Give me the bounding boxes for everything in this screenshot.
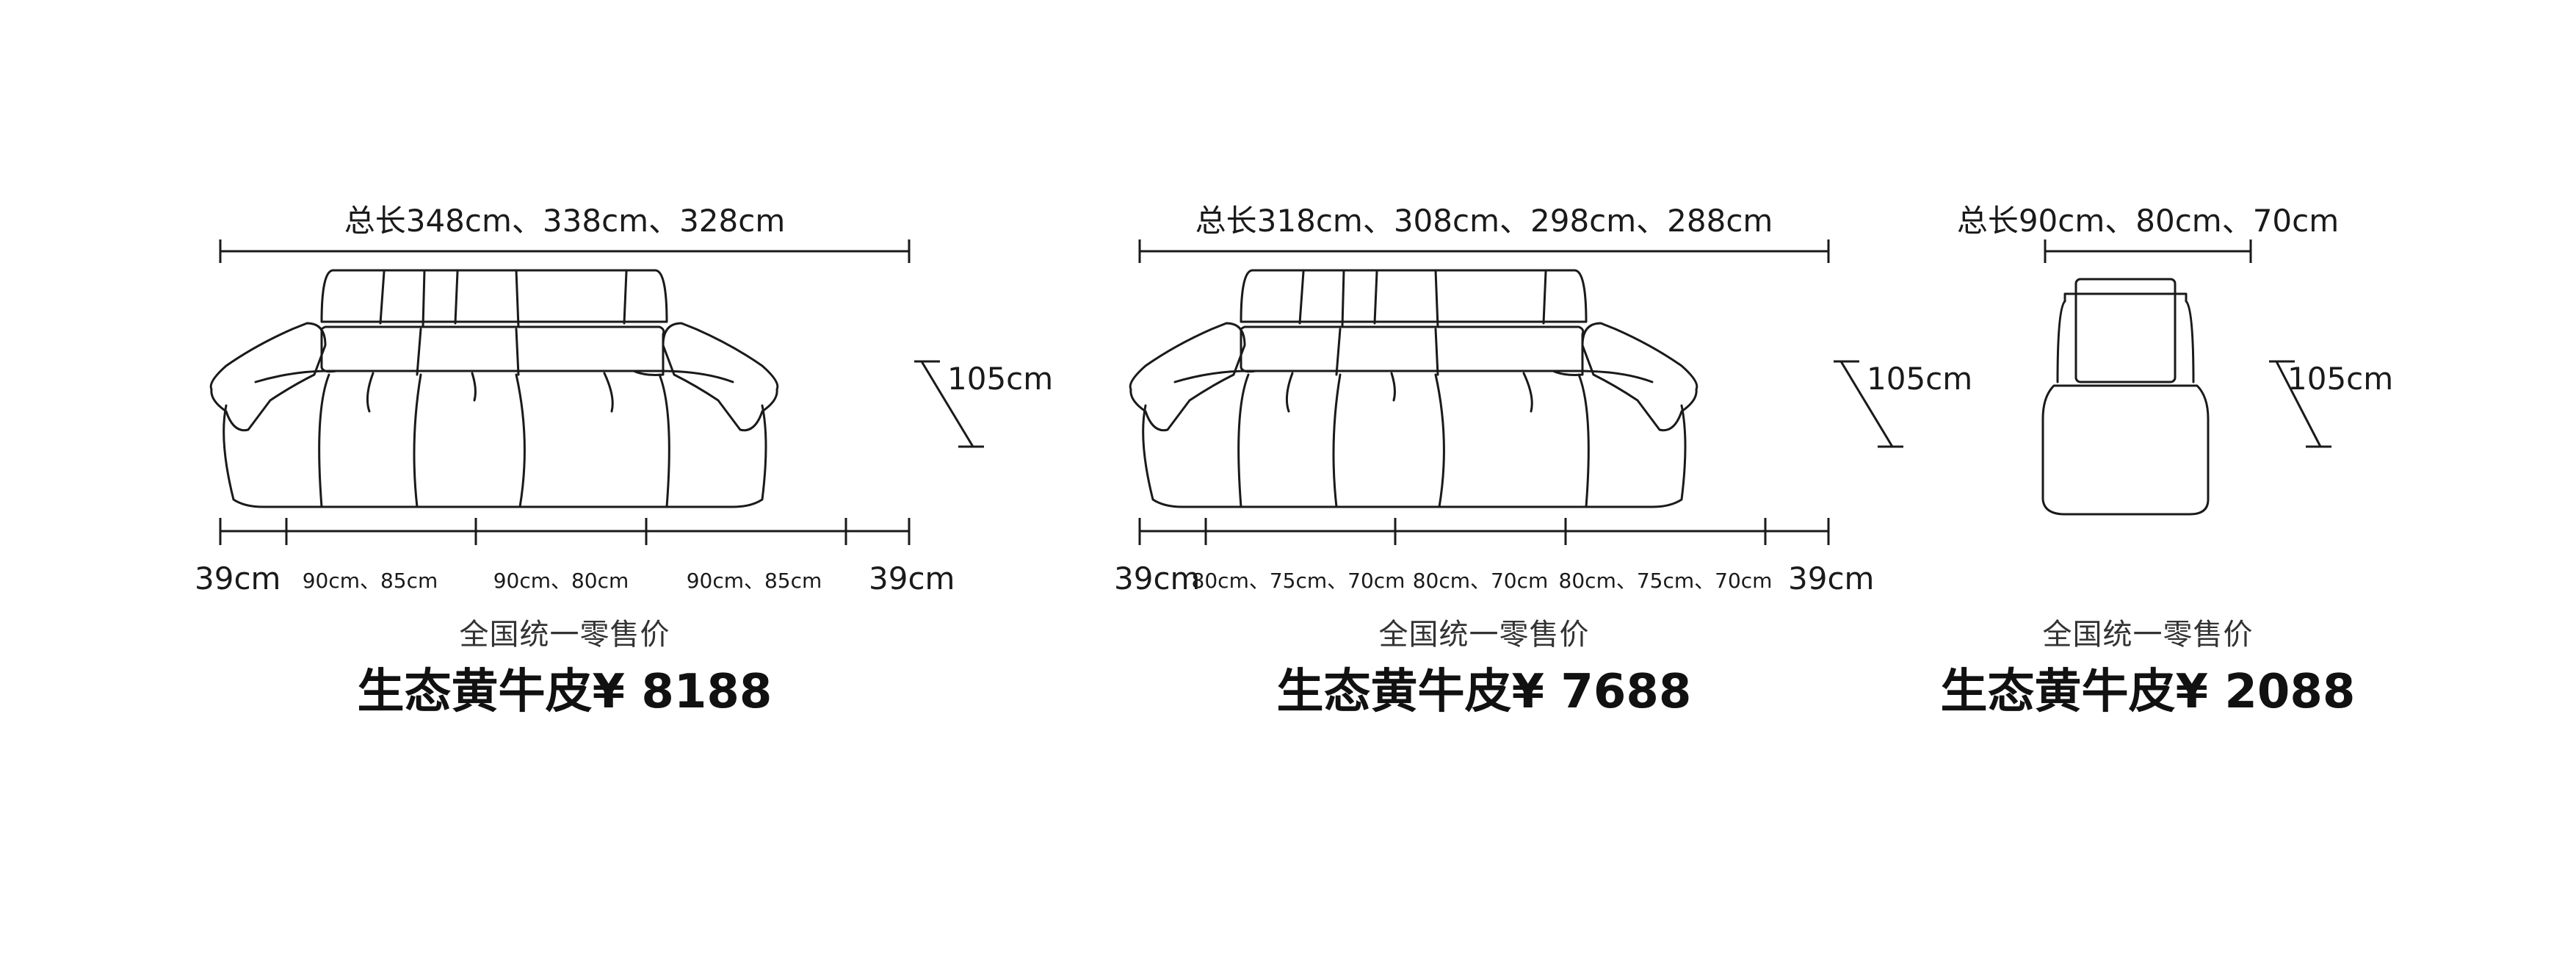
product-1-caption: 全国统一零售价 生态黄牛皮¥ 8188 [271, 617, 858, 721]
sofa-2-total-length-label: 总长318cm、308cm、298cm、288cm [1195, 203, 1773, 239]
product-3-price: 生态黄牛皮¥ 2088 [1940, 665, 2356, 719]
product-3-drawing [2041, 239, 2331, 516]
sofa-1-armrest-right-label: 39cm [869, 561, 955, 596]
product-2-caption: 全国统一零售价 生态黄牛皮¥ 7688 [1190, 617, 1778, 721]
sofa-1-seat-label-1: 90cm、85cm [303, 569, 438, 593]
sofa-2-seat-label-3: 80cm、75cm、70cm [1559, 569, 1773, 593]
sofa-1-seat-dimension [219, 518, 911, 545]
sofa-2-armrest-right-label: 39cm [1788, 561, 1874, 596]
chair-length-dimension [2044, 239, 2252, 263]
chair-illustration [2041, 278, 2210, 516]
chair-height-dimension [2269, 360, 2331, 448]
product-1-drawing [209, 239, 984, 545]
sofa-1-seat-label-3: 90cm、85cm [687, 569, 822, 593]
sofa-1-seat-label-2: 90cm、80cm [493, 569, 629, 593]
sofa-1-illustration [209, 269, 779, 508]
sofa-1-height-label: 105cm [947, 361, 1053, 397]
sofa-2-illustration [1129, 269, 1698, 508]
product-2-retail-label: 全国统一零售价 [1378, 618, 1590, 652]
sofa-1-armrest-left-label: 39cm [195, 561, 281, 596]
sofa-2-seat-dimension [1138, 518, 1830, 545]
sofa-1-length-dimension [219, 239, 911, 263]
sofa-1-height-dimension [914, 360, 984, 448]
product-1-price: 生态黄牛皮¥ 8188 [357, 665, 773, 719]
sofa-2-seat-label-1: 80cm、75cm、70cm [1192, 569, 1405, 593]
chair-height-label: 105cm [2287, 361, 2393, 397]
product-2-drawing [1129, 239, 1903, 545]
sofa-2-height-label: 105cm [1867, 361, 1972, 397]
sofa-2-armrest-left-label: 39cm [1114, 561, 1200, 596]
chair-total-length-label: 总长90cm、80cm、70cm [1957, 203, 2339, 239]
sofa-2-length-dimension [1138, 239, 1830, 263]
product-1-retail-label: 全国统一零售价 [459, 618, 670, 652]
product-3-caption: 全国统一零售价 生态黄牛皮¥ 2088 [1854, 617, 2442, 721]
product-2-price: 生态黄牛皮¥ 7688 [1276, 665, 1692, 719]
sofa-2-seat-label-2: 80cm、70cm [1413, 569, 1549, 593]
product-3-retail-label: 全国统一零售价 [2042, 618, 2254, 652]
sofa-2-height-dimension [1834, 360, 1903, 448]
sofa-1-total-length-label: 总长348cm、338cm、328cm [344, 203, 786, 239]
